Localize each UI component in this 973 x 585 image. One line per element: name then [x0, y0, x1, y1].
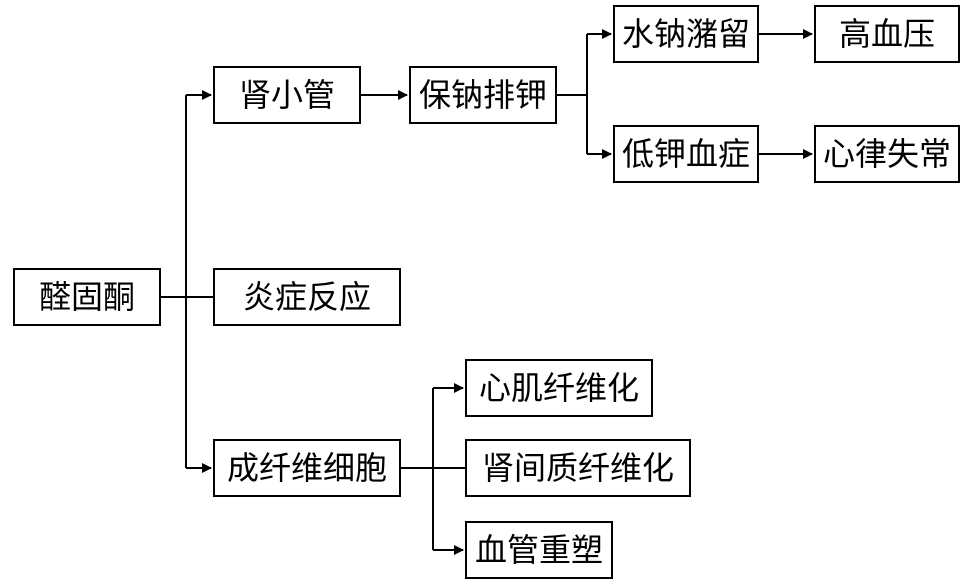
node-arrhythmia: 心律失常 — [814, 125, 960, 183]
node-myocardial-fibrosis: 心肌纤维化 — [465, 359, 653, 417]
node-hypertension: 高血压 — [814, 5, 960, 63]
node-vascular-remodeling: 血管重塑 — [465, 521, 613, 579]
node-inflammation: 炎症反应 — [213, 268, 401, 326]
node-sodium-retention-potassium-excretion: 保钠排钾 — [409, 66, 557, 124]
node-water-sodium-retention: 水钠潴留 — [613, 5, 759, 63]
node-renal-tubule: 肾小管 — [213, 66, 361, 124]
node-fibroblast: 成纤维细胞 — [213, 439, 401, 497]
node-aldosterone: 醛固酮 — [13, 268, 161, 326]
node-hypokalemia: 低钾血症 — [613, 125, 759, 183]
node-renal-interstitial-fibrosis: 肾间质纤维化 — [465, 439, 691, 497]
